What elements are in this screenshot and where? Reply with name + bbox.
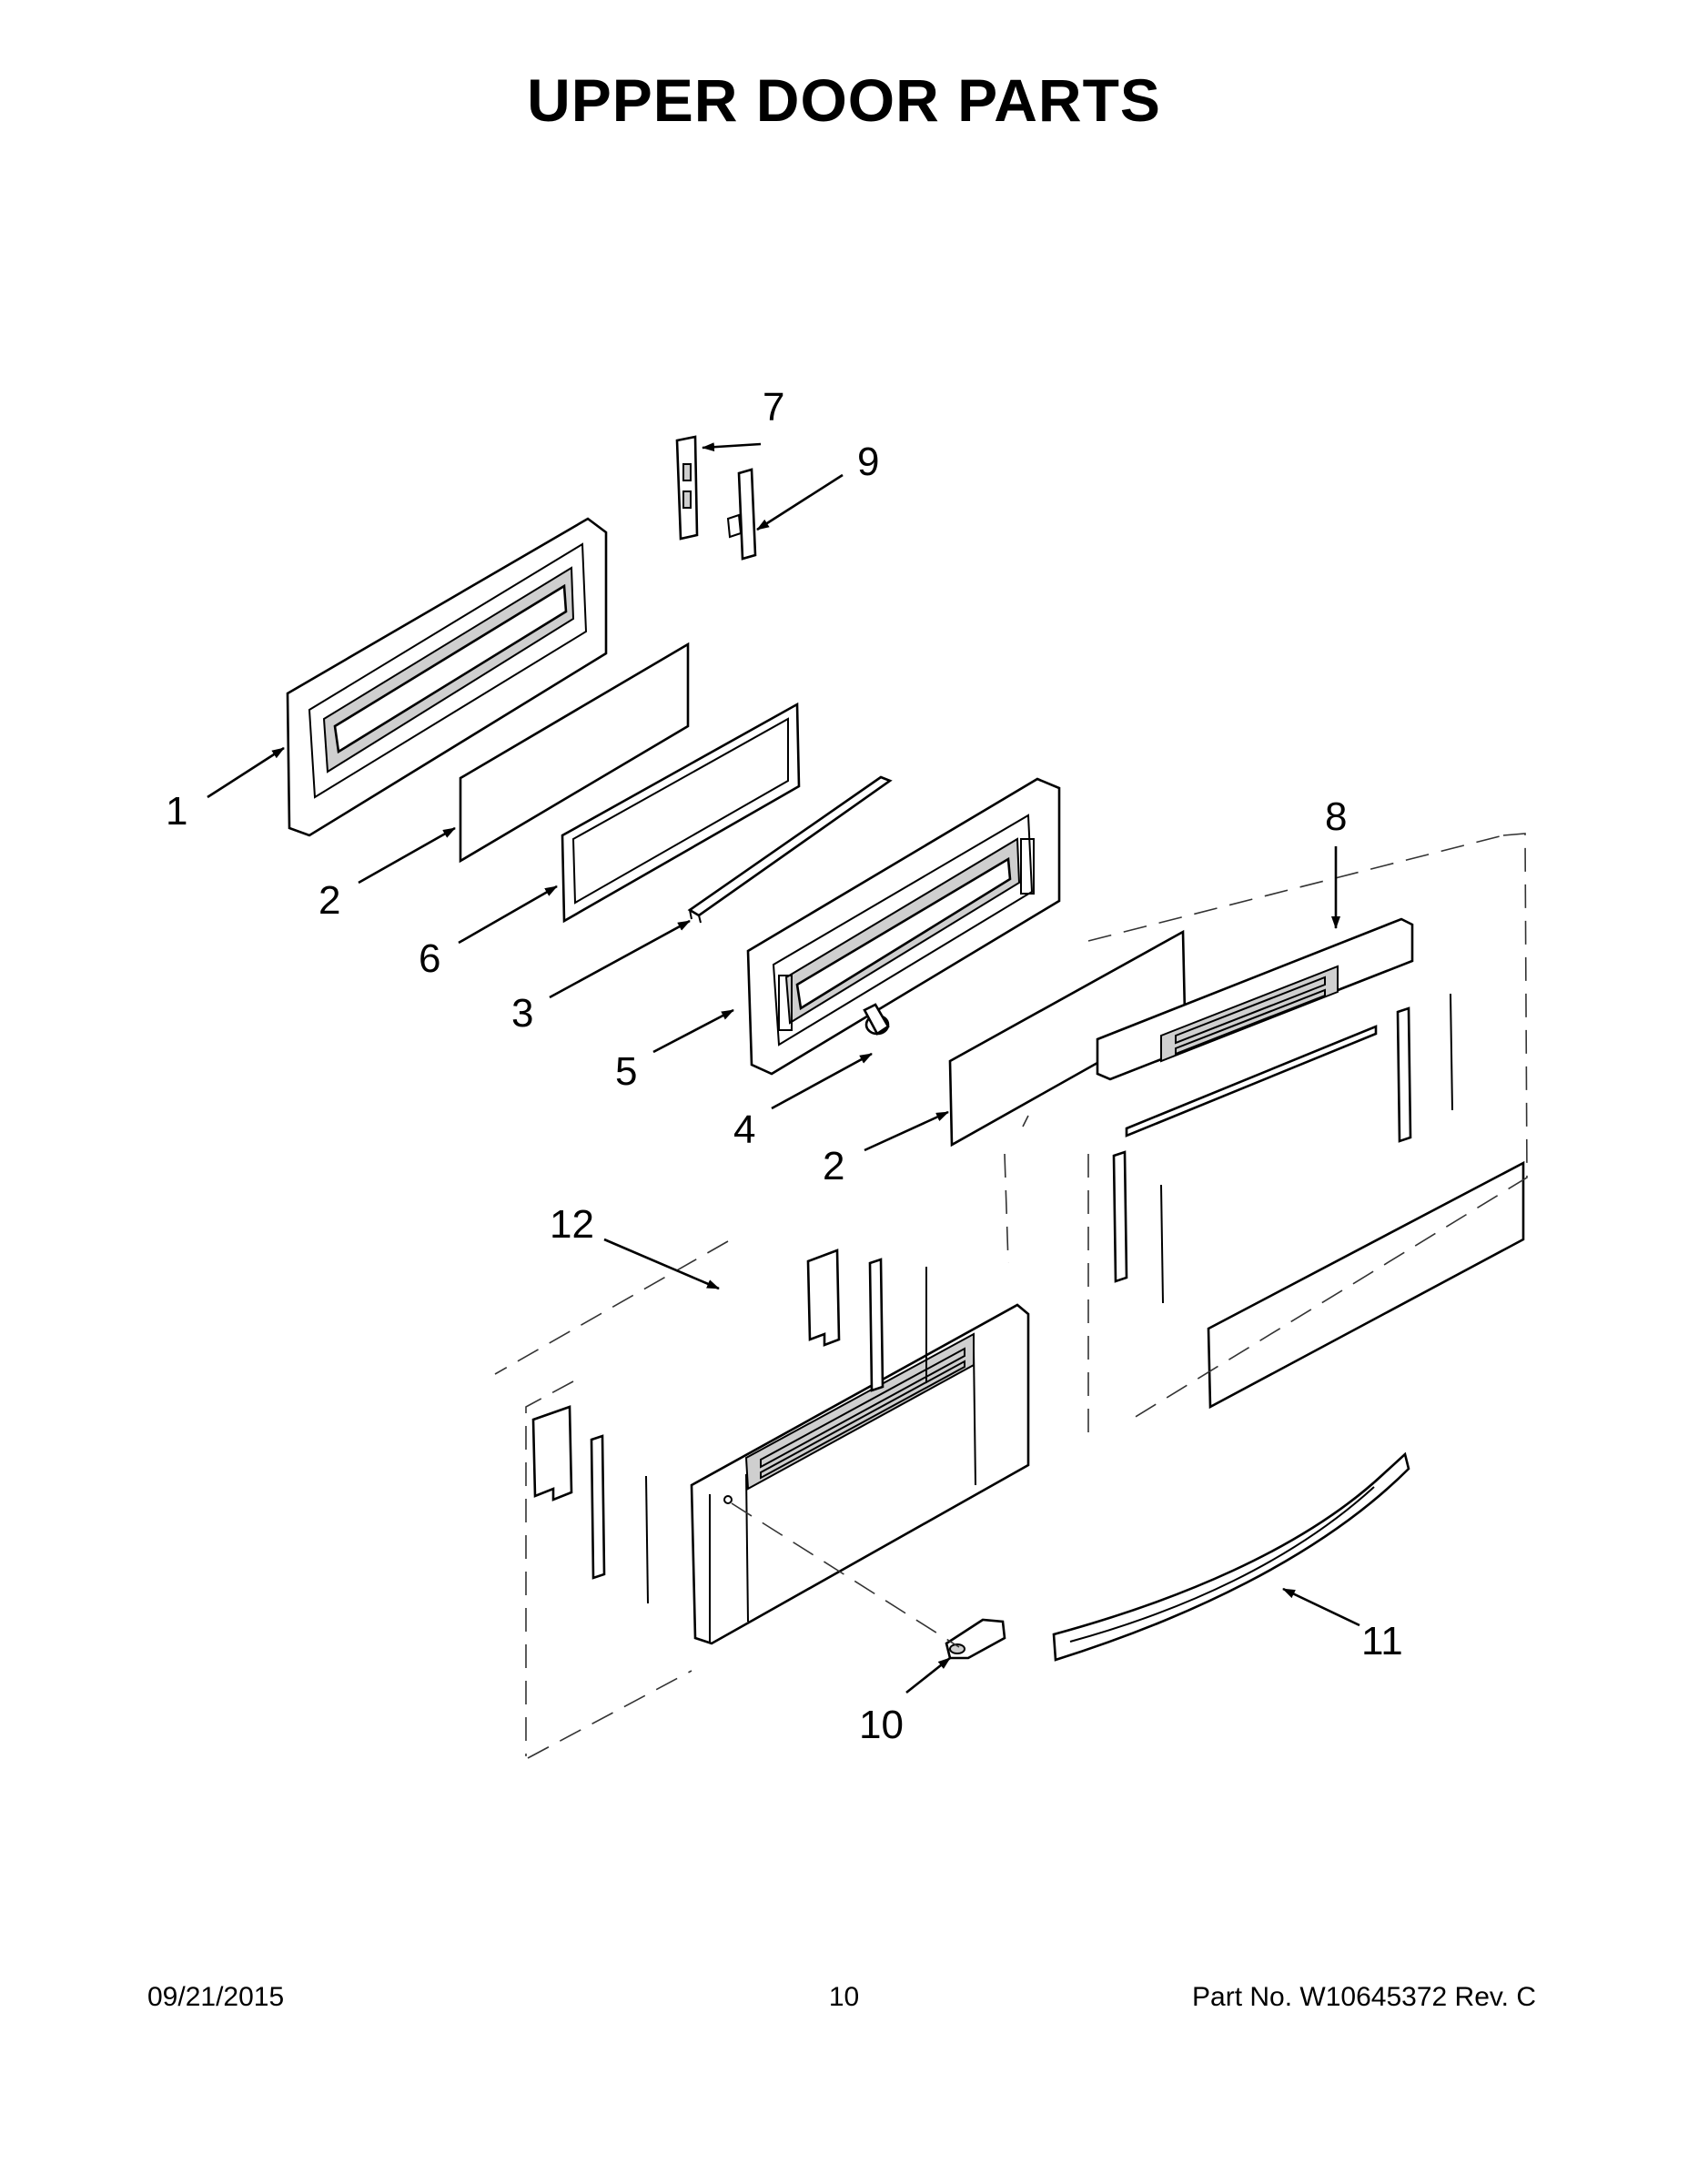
part-6-gasket [561,702,801,924]
callout-2-lower: 2 [823,1144,844,1188]
part-9-hinge [726,468,757,561]
footer-part-number: Part No. W10645372 Rev. C [1192,1982,1536,2012]
footer-page-number: 10 [828,1982,860,2012]
callout-3: 3 [511,991,533,1036]
callout-12: 12 [550,1202,594,1247]
callout-11: 11 [1361,1619,1403,1663]
footer-date: 09/21/2015 [147,1982,285,2012]
callout-leader-lines [207,442,1360,1694]
callout-8: 8 [1325,794,1347,839]
part-4-screw [863,1003,890,1036]
part-5-door-liner [746,777,1061,1076]
callout-7: 7 [763,385,784,430]
callout-10: 10 [859,1703,904,1747]
callout-labels: 7 9 1 2 6 3 5 4 2 8 12 10 11 [166,385,1403,1747]
part-12-outer-door-panel [531,1249,1030,1645]
callout-1: 1 [166,789,187,834]
callout-6: 6 [419,936,440,981]
part-1-inner-door-frame [286,517,608,837]
part-11-handle [1052,1451,1410,1662]
assembly-guide-lines [494,833,1528,1759]
part-10-handle-end-cap [945,1618,1006,1660]
callout-5: 5 [615,1049,637,1094]
page-title: UPPER DOOR PARTS [527,66,1161,134]
callout-9: 9 [857,440,879,484]
part-3-strip [687,775,893,924]
callout-4: 4 [733,1107,755,1152]
part-7-hinge-bracket [675,435,699,541]
callout-2-upper: 2 [318,878,340,923]
part-2-glass-upper [459,642,690,864]
part-8-vent-assembly [1096,917,1525,1410]
